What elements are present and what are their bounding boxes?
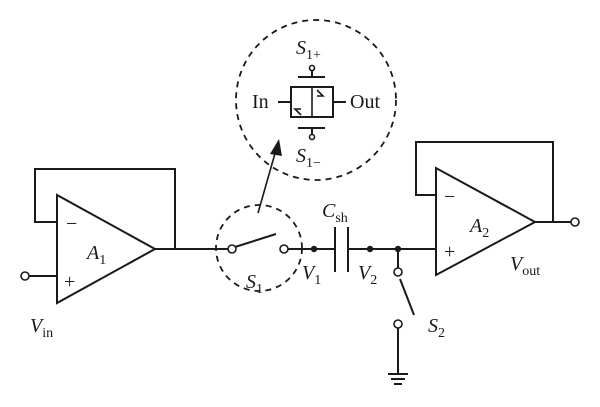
amplifier-a2-label: A2 bbox=[468, 215, 489, 241]
input-label: Vin bbox=[30, 315, 53, 341]
amplifier-a2-minus-sign: − bbox=[444, 186, 455, 208]
node-v1-label: V1 bbox=[302, 262, 321, 288]
amplifier-a1-minus-sign: − bbox=[66, 213, 77, 235]
switch-s2-contact-bottom bbox=[393, 319, 403, 329]
output-label: Vout bbox=[510, 253, 540, 279]
switch-s1-label: S1 bbox=[246, 271, 263, 297]
amplifier-a2-plus-sign: + bbox=[444, 241, 455, 263]
control-s1-plus-label: S1+ bbox=[296, 37, 321, 63]
control-s1-minus-label: S1− bbox=[296, 145, 321, 171]
switch-s1-contact-right bbox=[279, 244, 289, 254]
node-v1-dot bbox=[310, 245, 318, 253]
capacitor-label: Csh bbox=[322, 200, 348, 226]
switch-s1-blade bbox=[234, 233, 277, 248]
transmission-gate-in-label: In bbox=[252, 91, 269, 113]
amplifier-a1: − + A1 bbox=[34, 168, 176, 305]
amplifier-a1-triangle bbox=[56, 193, 158, 305]
amplifier-a2-feedback-wire bbox=[415, 141, 554, 222]
transmission-gate-arrow-lower bbox=[293, 108, 302, 116]
input-terminal bbox=[20, 271, 30, 281]
transmission-gate-detail: S1+ S1− In Out bbox=[235, 19, 397, 181]
amplifier-a1-label: A1 bbox=[85, 242, 106, 268]
control-s1-plus-terminal bbox=[308, 64, 316, 72]
zoom-arrow-head bbox=[270, 139, 282, 156]
transmission-gate-arrow-upper bbox=[316, 89, 325, 97]
node-v2-label: V2 bbox=[358, 262, 377, 288]
amplifier-a2: − + A2 bbox=[415, 141, 554, 277]
node-v2-dot bbox=[366, 245, 374, 253]
switch-s2-contact-top bbox=[393, 267, 403, 277]
zoom-arrow-line bbox=[257, 149, 277, 214]
control-s1-minus-terminal bbox=[308, 133, 316, 141]
transmission-gate-out-label: Out bbox=[350, 91, 380, 113]
switch-s2-label: S2 bbox=[428, 315, 445, 341]
switch-s1-contact-left bbox=[227, 244, 237, 254]
transmission-gate-zoom-circle bbox=[235, 19, 397, 181]
amplifier-a1-feedback-wire bbox=[34, 168, 176, 249]
amplifier-a1-plus-sign: + bbox=[64, 271, 75, 293]
output-terminal bbox=[570, 217, 580, 227]
switch-s2-blade bbox=[399, 278, 415, 316]
amplifier-a2-triangle bbox=[435, 166, 538, 277]
